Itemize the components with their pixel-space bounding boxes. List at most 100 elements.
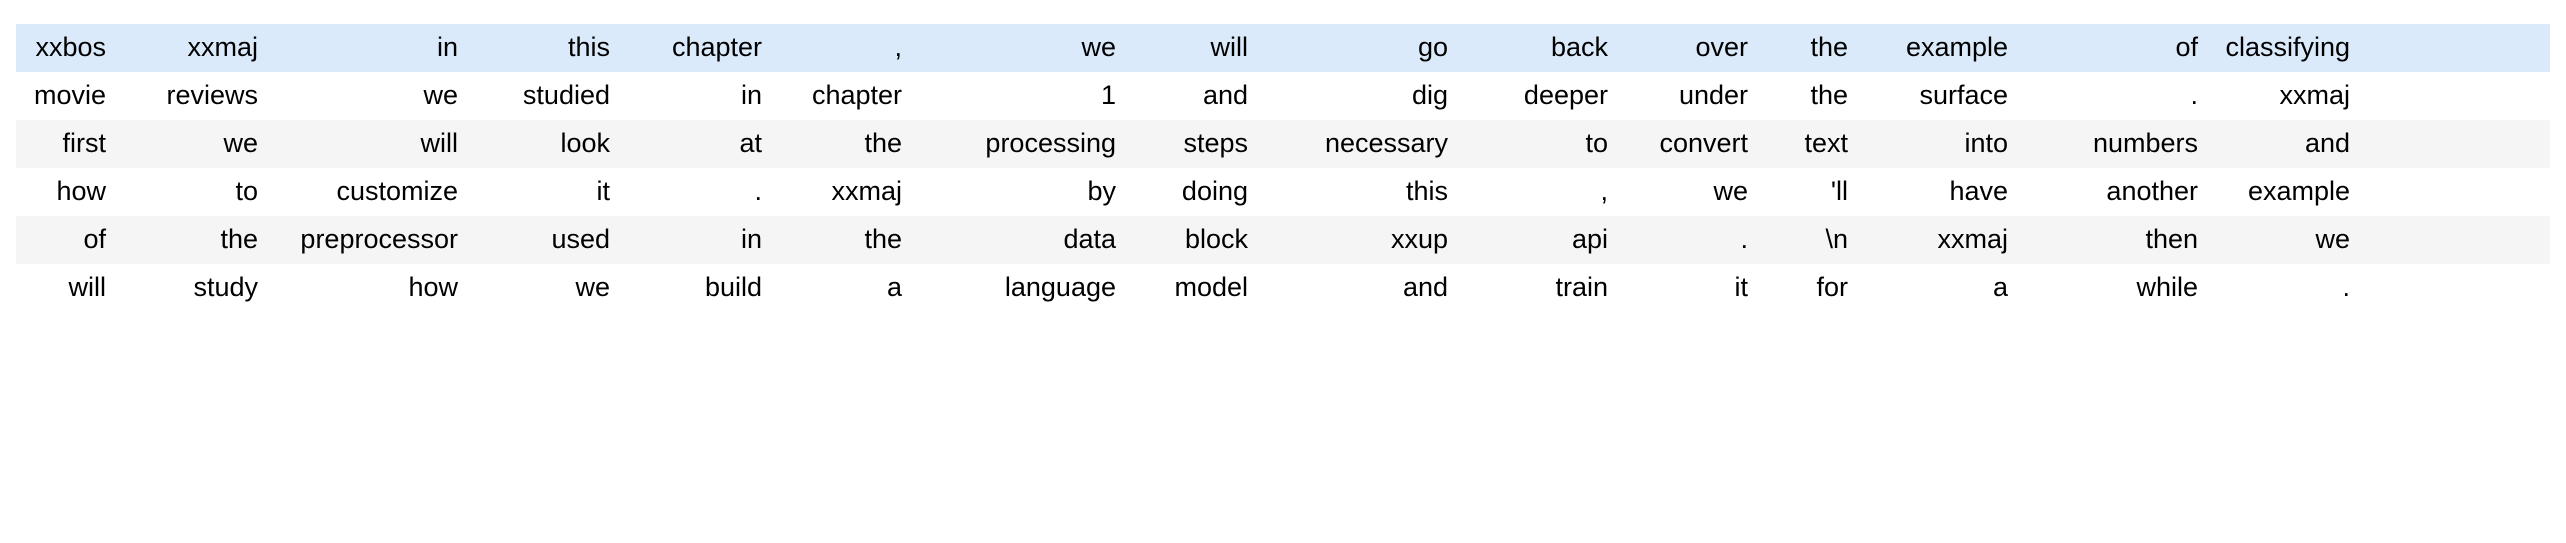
token-cell: used — [468, 216, 620, 264]
token-cell: language — [912, 264, 1126, 312]
token-cell — [2360, 216, 2550, 264]
token-cell: at — [620, 120, 772, 168]
token-cell: data — [912, 216, 1126, 264]
token-cell: movie — [16, 72, 116, 120]
token-cell: and — [1126, 72, 1258, 120]
token-cell: study — [116, 264, 268, 312]
token-cell: \n — [1758, 216, 1858, 264]
token-cell — [2360, 168, 2550, 216]
token-cell: 1 — [912, 72, 1126, 120]
token-cell: surface — [1858, 72, 2018, 120]
token-cell: numbers — [2018, 120, 2208, 168]
token-cell: to — [1458, 120, 1618, 168]
token-cell: the — [116, 216, 268, 264]
token-cell: api — [1458, 216, 1618, 264]
token-cell: xxmaj — [772, 168, 912, 216]
token-cell: first — [16, 120, 116, 168]
token-cell: . — [2018, 72, 2208, 120]
token-cell: by — [912, 168, 1126, 216]
token-cell: we — [116, 120, 268, 168]
token-cell: how — [268, 264, 468, 312]
token-cell: xxmaj — [2208, 72, 2360, 120]
token-cell: 'll — [1758, 168, 1858, 216]
token-cell: block — [1126, 216, 1258, 264]
token-cell — [2360, 264, 2550, 312]
token-cell: we — [468, 264, 620, 312]
token-cell: this — [1258, 168, 1458, 216]
token-cell: steps — [1126, 120, 1258, 168]
token-cell: processing — [912, 120, 1126, 168]
token-cell: we — [268, 72, 468, 120]
token-cell: xxmaj — [1858, 216, 2018, 264]
token-cell: for — [1758, 264, 1858, 312]
token-cell: studied — [468, 72, 620, 120]
token-cell: under — [1618, 72, 1758, 120]
token-cell: a — [772, 264, 912, 312]
token-cell: then — [2018, 216, 2208, 264]
token-cell: look — [468, 120, 620, 168]
token-cell: have — [1858, 168, 2018, 216]
token-cell: we — [1618, 168, 1758, 216]
token-cell: classifying — [2208, 24, 2360, 72]
token-cell: train — [1458, 264, 1618, 312]
token-cell: will — [1126, 24, 1258, 72]
token-cell: a — [1858, 264, 2018, 312]
token-cell: in — [268, 24, 468, 72]
token-cell: build — [620, 264, 772, 312]
token-cell: deeper — [1458, 72, 1618, 120]
token-cell — [2360, 72, 2550, 120]
token-cell — [2360, 24, 2550, 72]
token-cell: into — [1858, 120, 2018, 168]
token-cell: xxbos — [16, 24, 116, 72]
token-cell: reviews — [116, 72, 268, 120]
token-cell: another — [2018, 168, 2208, 216]
token-cell: . — [2208, 264, 2360, 312]
token-cell: example — [1858, 24, 2018, 72]
token-cell: text — [1758, 120, 1858, 168]
token-cell: doing — [1126, 168, 1258, 216]
token-cell: to — [116, 168, 268, 216]
token-cell: chapter — [620, 24, 772, 72]
token-cell: and — [2208, 120, 2360, 168]
token-cell: chapter — [772, 72, 912, 120]
token-cell: preprocessor — [268, 216, 468, 264]
token-cell: . — [620, 168, 772, 216]
token-cell: we — [2208, 216, 2360, 264]
token-cell: the — [1758, 24, 1858, 72]
token-cell: xxup — [1258, 216, 1458, 264]
token-cell: , — [772, 24, 912, 72]
token-cell: it — [468, 168, 620, 216]
token-cell: the — [772, 120, 912, 168]
token-cell: dig — [1258, 72, 1458, 120]
token-cell: will — [16, 264, 116, 312]
token-cell: in — [620, 72, 772, 120]
token-cell: and — [1258, 264, 1458, 312]
token-cell: how — [16, 168, 116, 216]
token-cell: in — [620, 216, 772, 264]
token-cell: we — [912, 24, 1126, 72]
token-cell — [2360, 120, 2550, 168]
token-cell: over — [1618, 24, 1758, 72]
token-cell: go — [1258, 24, 1458, 72]
token-cell: convert — [1618, 120, 1758, 168]
token-cell: of — [2018, 24, 2208, 72]
token-cell: this — [468, 24, 620, 72]
token-cell: the — [772, 216, 912, 264]
token-cell: xxmaj — [116, 24, 268, 72]
token-cell: it — [1618, 264, 1758, 312]
token-cell: model — [1126, 264, 1258, 312]
token-cell: the — [1758, 72, 1858, 120]
token-cell: while — [2018, 264, 2208, 312]
token-cell: back — [1458, 24, 1618, 72]
token-cell: will — [268, 120, 468, 168]
token-cell: customize — [268, 168, 468, 216]
token-cell: example — [2208, 168, 2360, 216]
